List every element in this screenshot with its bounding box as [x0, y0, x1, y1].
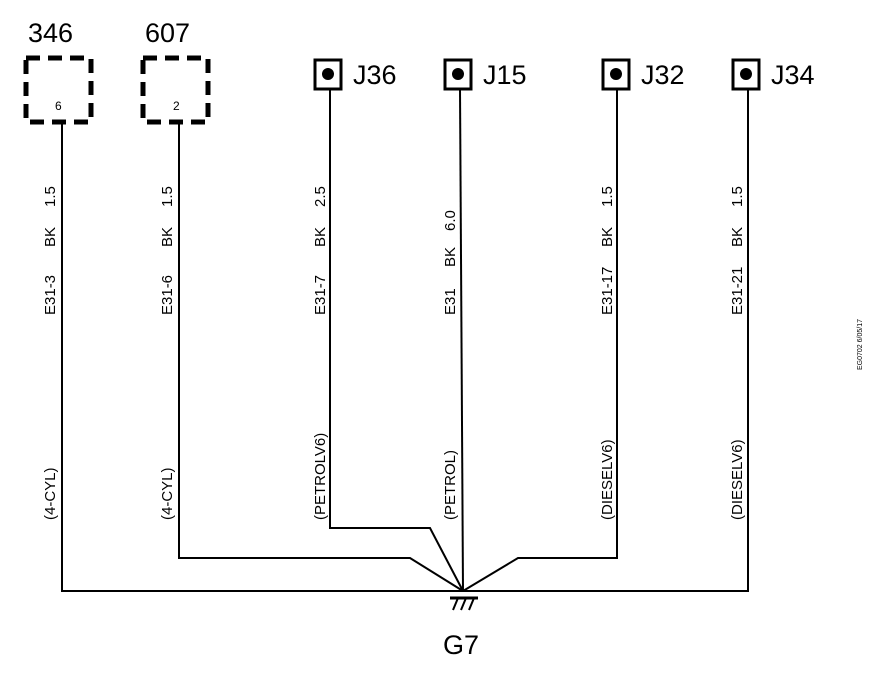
wire-variant-e31-7: (PETROLV6): [312, 433, 329, 520]
wire-e31-3: [61, 122, 463, 592]
wire-variant-e31-17: (DIESELV6): [599, 439, 616, 520]
junction-j36: J36: [313, 58, 397, 91]
junction-j34-label: J34: [771, 60, 815, 90]
wire-size: 2.5: [312, 186, 329, 207]
component-346-box: [23, 55, 94, 125]
wire-circuit-id: E31-17: [599, 267, 616, 315]
wire-label-e31-17: E31-17 BK 1.5: [599, 186, 616, 315]
wire-label-e31-21: E31-21 BK 1.5: [729, 186, 746, 315]
wire-circuit-id: E31-6: [159, 275, 176, 315]
wire-label-e31-6: E31-6 BK 1.5: [159, 186, 176, 315]
wire-size: 1.5: [729, 186, 746, 207]
wire-circuit-id: E31-21: [729, 267, 746, 315]
wire-e31-7: [329, 89, 464, 592]
wire-color-code: BK: [599, 227, 616, 247]
wire-variant-e31: (PETROL): [442, 450, 459, 520]
wire-e31: [459, 88, 464, 592]
wire-variant-e31-6: (4-CYL): [159, 467, 176, 520]
reference-code: EG0702 6/05/17: [857, 319, 864, 370]
wire-variant-e31-21: (DIESELV6): [729, 439, 746, 520]
component-607-pin: 2: [173, 99, 180, 113]
wire-label-e31: E31 BK 6.0: [442, 210, 459, 315]
ground-g7-label: G7: [443, 630, 479, 660]
wire-circuit-id: E31-3: [42, 275, 59, 315]
wire-size: 1.5: [159, 186, 176, 207]
wire-color-code: BK: [442, 247, 459, 267]
junction-j34: J34: [731, 58, 815, 91]
junction-j36-label: J36: [353, 60, 397, 90]
junction-j15: J15: [443, 58, 527, 91]
junction-j15-label: J15: [483, 60, 527, 90]
junction-dot-icon: [740, 68, 752, 80]
wire-color-code: BK: [312, 227, 329, 247]
component-607: 607 2: [140, 18, 211, 125]
ground-symbol-icon: [450, 596, 478, 611]
wire-label-e31-3: E31-3 BK 1.5: [42, 186, 59, 315]
component-346: 346 6: [23, 18, 94, 125]
wire-e31-21: [463, 89, 749, 592]
wire-variant-e31-3: (4-CYL): [42, 467, 59, 520]
wire-size: 6.0: [442, 210, 459, 231]
wire-e31-17: [462, 89, 618, 592]
wire-label-e31-7: E31-7 BK 2.5: [312, 186, 329, 315]
junction-dot-icon: [452, 68, 464, 80]
wire-color-code: BK: [42, 227, 59, 247]
ground-g7: G7: [443, 596, 479, 660]
wire-e31-6: [178, 122, 464, 592]
wire-circuit-id: E31-7: [312, 275, 329, 315]
wire-circuit-id: E31: [442, 288, 459, 315]
component-346-pin: 6: [55, 99, 62, 113]
junction-j32-label: J32: [641, 60, 685, 90]
wire-size: 1.5: [42, 186, 59, 207]
junction-dot-icon: [322, 68, 334, 80]
wire-color-code: BK: [159, 227, 176, 247]
junction-dot-icon: [610, 68, 622, 80]
component-607-label: 607: [145, 18, 190, 48]
component-607-box: [140, 55, 211, 125]
junction-j32: J32: [601, 58, 685, 91]
wire-color-code: BK: [729, 227, 746, 247]
component-346-label: 346: [28, 18, 73, 48]
wire-size: 1.5: [599, 186, 616, 207]
junction-j34-box: [731, 58, 761, 91]
